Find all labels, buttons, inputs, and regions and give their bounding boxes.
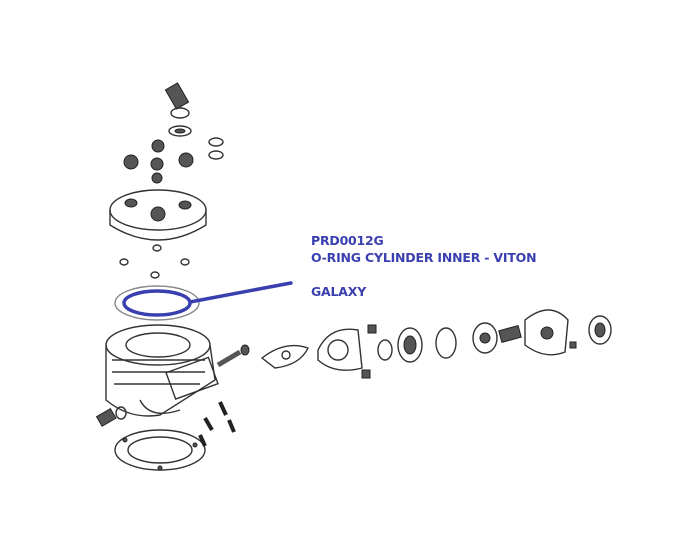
part-description: O-RING CYLINDER INNER - VITON bbox=[311, 250, 537, 265]
callout-leader-line bbox=[188, 281, 293, 304]
o-ring-cylinder-inner bbox=[114, 281, 293, 321]
cylinder-head bbox=[109, 189, 207, 241]
elbow-fitting bbox=[164, 82, 192, 137]
cylinder bbox=[105, 324, 219, 417]
studs bbox=[95, 401, 236, 447]
side-parts bbox=[216, 309, 612, 379]
base-gasket bbox=[114, 429, 206, 471]
part-number: PRD0012G bbox=[311, 233, 384, 248]
model-name: GALAXY bbox=[311, 284, 367, 299]
head-nuts bbox=[123, 137, 224, 184]
washers bbox=[119, 244, 190, 279]
